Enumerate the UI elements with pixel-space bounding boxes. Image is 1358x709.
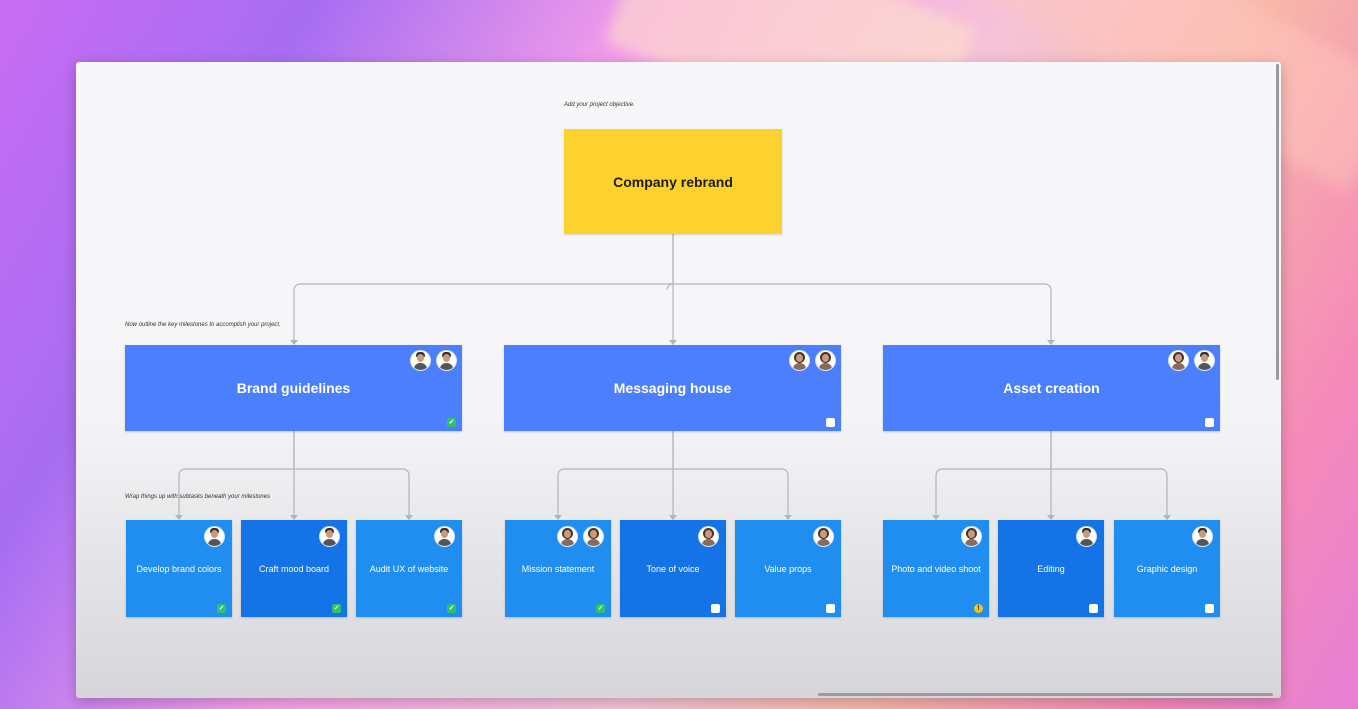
avatar-man-icon[interactable] [1193, 527, 1212, 546]
checkmark-icon[interactable]: ✓ [217, 604, 226, 613]
avatar-man-icon[interactable] [435, 527, 454, 546]
assignees [411, 351, 456, 370]
checkmark-icon[interactable]: ✓ [447, 604, 456, 613]
assignees [435, 527, 454, 546]
vertical-scrollbar[interactable] [1276, 64, 1279, 380]
assignees [814, 527, 833, 546]
task-card[interactable]: Audit UX of website ✓ [356, 520, 462, 617]
avatar-woman-icon[interactable] [790, 351, 809, 370]
avatar-man-icon[interactable] [205, 527, 224, 546]
avatar-man-icon[interactable] [1195, 351, 1214, 370]
task-card[interactable]: Editing [998, 520, 1104, 617]
task-title: Value props [764, 563, 812, 574]
task-card[interactable]: Develop brand colors ✓ [126, 520, 232, 617]
avatar-woman-icon[interactable] [816, 351, 835, 370]
task-card[interactable]: Value props [735, 520, 841, 617]
connector-lines [175, 234, 1171, 520]
assignees [790, 351, 835, 370]
avatar-woman-icon[interactable] [584, 527, 603, 546]
horizontal-scrollbar[interactable] [818, 693, 1273, 696]
avatar-man-glasses-icon[interactable] [320, 527, 339, 546]
checkmark-icon[interactable]: ✓ [596, 604, 605, 613]
task-title: Craft mood board [258, 563, 330, 574]
assignees [558, 527, 603, 546]
assignees [1193, 527, 1212, 546]
assignees [699, 527, 718, 546]
milestones-note: Now outline the key milestones to accomp… [125, 322, 281, 328]
root-title: Company rebrand [613, 173, 733, 190]
task-title: Photo and video shoot [891, 563, 981, 574]
task-title: Audit UX of website [369, 563, 449, 574]
milestone-card[interactable]: Brand guidelines ✓ [125, 345, 462, 431]
avatar-man-icon[interactable] [437, 351, 456, 370]
task-title: Tone of voice [646, 563, 700, 574]
objective-note: Add your project objective. [564, 102, 635, 108]
avatar-man-icon[interactable] [1077, 527, 1096, 546]
milestone-title: Messaging house [613, 380, 732, 396]
warning-icon[interactable]: ! [974, 604, 983, 613]
subtasks-note: Wrap things up with subtasks beneath you… [125, 494, 271, 500]
avatar-woman-icon[interactable] [699, 527, 718, 546]
assignees [320, 527, 339, 546]
checkmark-icon[interactable]: ✓ [447, 418, 456, 427]
milestone-card[interactable]: Messaging house [504, 345, 841, 431]
root-card[interactable]: Company rebrand [564, 129, 782, 234]
assignees [1077, 527, 1096, 546]
empty-checkbox-icon[interactable] [1205, 604, 1214, 613]
task-title: Develop brand colors [136, 563, 222, 574]
empty-checkbox-icon[interactable] [826, 604, 835, 613]
checkmark-icon[interactable]: ✓ [332, 604, 341, 613]
whiteboard-window[interactable]: Add your project objective. Now outline … [76, 62, 1281, 698]
empty-checkbox-icon[interactable] [826, 418, 835, 427]
task-title: Editing [1037, 563, 1065, 574]
avatar-woman-icon[interactable] [1169, 351, 1188, 370]
task-card[interactable]: Graphic design [1114, 520, 1220, 617]
empty-checkbox-icon[interactable] [1089, 604, 1098, 613]
assignees [1169, 351, 1214, 370]
milestone-card[interactable]: Asset creation [883, 345, 1220, 431]
task-card[interactable]: Craft mood board ✓ [241, 520, 347, 617]
empty-checkbox-icon[interactable] [711, 604, 720, 613]
avatar-woman-icon[interactable] [814, 527, 833, 546]
empty-checkbox-icon[interactable] [1205, 418, 1214, 427]
avatar-woman-icon[interactable] [558, 527, 577, 546]
avatar-man-glasses-icon[interactable] [411, 351, 430, 370]
assignees [205, 527, 224, 546]
milestone-title: Asset creation [1003, 380, 1100, 396]
task-title: Mission statement [521, 563, 595, 574]
milestone-title: Brand guidelines [236, 380, 351, 396]
task-card[interactable]: Tone of voice [620, 520, 726, 617]
avatar-woman-icon[interactable] [962, 527, 981, 546]
assignees [962, 527, 981, 546]
task-card[interactable]: Mission statement ✓ [505, 520, 611, 617]
task-card[interactable]: Photo and video shoot ! [883, 520, 989, 617]
task-title: Graphic design [1136, 563, 1198, 574]
